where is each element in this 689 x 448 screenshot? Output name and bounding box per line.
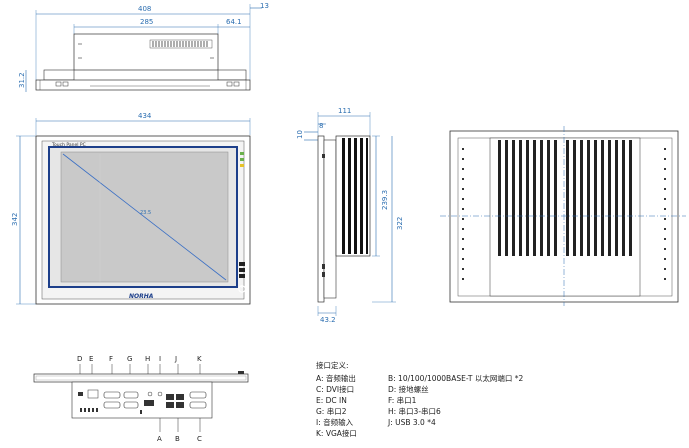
led-indicator — [240, 158, 244, 161]
side-button[interactable] — [239, 268, 245, 272]
port-marker: E — [89, 355, 93, 363]
legend-item: A: 音频输出 — [316, 374, 356, 383]
legend-item: J: USB 3.0 *4 — [388, 418, 436, 427]
legend-item: I: 音频输入 — [316, 418, 354, 427]
legend-item: E: DC IN — [316, 396, 347, 405]
dim-side-height: 322 — [396, 217, 404, 230]
dim-front-width: 434 — [138, 112, 152, 120]
legend-item: D: 接地螺丝 — [388, 385, 429, 394]
dim-side-inner-height: 239.3 — [381, 190, 389, 210]
dim-top-height: 31.2 — [18, 72, 26, 88]
back-view — [440, 126, 686, 306]
dim-top-right: 13 — [260, 2, 269, 10]
side-button[interactable] — [239, 262, 245, 266]
dim-side-depth: 111 — [338, 107, 351, 115]
legend-item: F: 串口1 — [388, 396, 417, 405]
front-caption: Touch Panel PC — [51, 142, 86, 148]
port-marker: B — [175, 435, 180, 443]
port-marker: F — [109, 355, 113, 363]
port-marker: C — [197, 435, 202, 443]
side-view: 111 8 10 239.3 322 43.2 — [296, 107, 404, 324]
port-marker: A — [157, 435, 162, 443]
front-view: 434 342 Touch Panel PC 23.5 NORHA — [11, 112, 251, 305]
led-indicator — [240, 164, 244, 167]
legend-item: C: DVI接口 — [316, 385, 355, 394]
port-marker: D — [77, 355, 82, 363]
legend-item: G: 串口2 — [316, 407, 347, 416]
brand-logo: NORHA — [129, 293, 154, 300]
dim-top-inner: 285 — [140, 18, 153, 26]
svg-text:23.5: 23.5 — [140, 210, 151, 216]
dim-top-width: 408 — [138, 5, 151, 13]
top-view: 408 285 64.1 13 31.2 — [18, 2, 269, 92]
port-marker: H — [145, 355, 150, 363]
legend-item: B: 10/100/1000BASE-T 以太网端口 *2 — [388, 374, 524, 383]
port-marker: J — [174, 355, 177, 363]
side-button[interactable] — [239, 274, 245, 278]
dim-side-10: 10 — [296, 130, 304, 139]
led-indicator — [240, 152, 244, 155]
legend-item: K: VGA接口 — [316, 429, 357, 438]
port-marker: G — [127, 355, 132, 363]
legend-title: 接口定义: — [316, 361, 349, 370]
io-view: D E F G H I J K A B C — [33, 355, 249, 443]
dim-side-8: 8 — [319, 122, 323, 130]
port-marker: I — [159, 355, 161, 363]
port-marker: K — [197, 355, 202, 363]
dim-front-height: 342 — [11, 213, 19, 226]
legend-item: H: 串口3-串口6 — [388, 407, 441, 416]
dim-side-bottom: 43.2 — [320, 316, 336, 324]
dim-top-offset: 64.1 — [226, 18, 242, 26]
